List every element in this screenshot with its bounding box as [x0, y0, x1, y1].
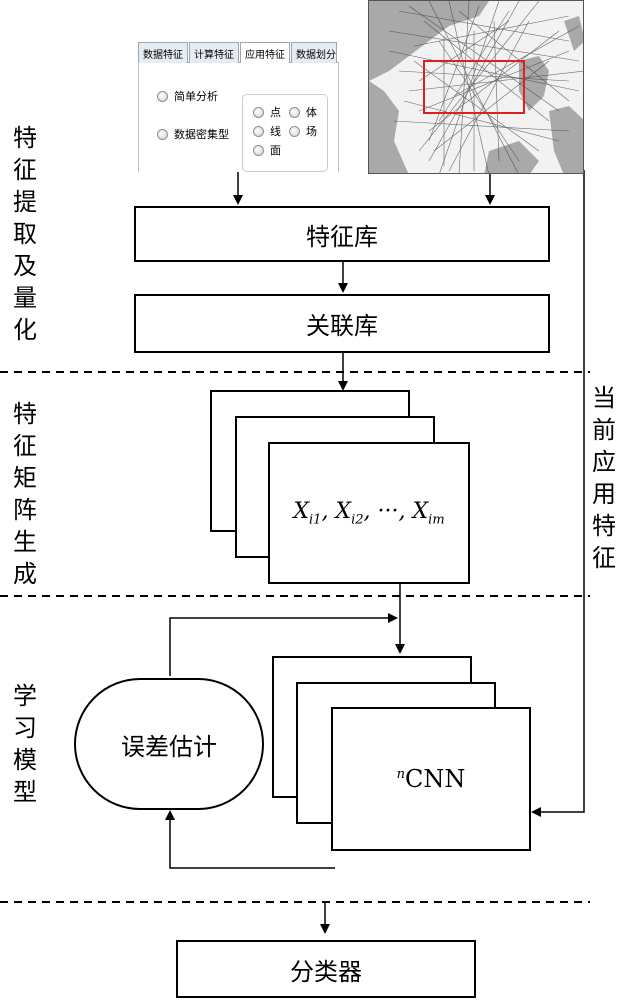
- trajectory-map-icon: [368, 0, 584, 174]
- radio-label: 数据密集型: [174, 128, 229, 141]
- section-label-model: 学习模型: [13, 682, 37, 806]
- geometry-type-group: 点 体 线 场 面: [242, 94, 328, 172]
- radio-point[interactable]: 点: [253, 104, 281, 120]
- radio-icon: [253, 125, 264, 137]
- section-label-extraction: 特征提取及量化: [13, 124, 37, 344]
- radio-icon: [157, 90, 168, 102]
- radio-data-intensive[interactable]: 数据密集型: [157, 126, 229, 142]
- radio-icon: [253, 144, 264, 156]
- tab-data-feature[interactable]: 数据特征: [138, 42, 188, 63]
- cnn-label: nCNN: [396, 765, 466, 793]
- radio-icon: [157, 128, 168, 140]
- radio-label: 面: [270, 144, 281, 157]
- feature-library-box: 特征库: [134, 206, 550, 262]
- radio-label: 体: [306, 106, 317, 119]
- radio-label: 线: [270, 125, 281, 138]
- radio-label: 场: [306, 125, 317, 138]
- radio-field[interactable]: 场: [289, 123, 317, 139]
- classifier-label: 分类器: [290, 957, 362, 986]
- tab-content: 简单分析 数据密集型: [138, 62, 339, 172]
- tab-compute-feature[interactable]: 计算特征: [189, 42, 239, 63]
- radio-surface[interactable]: 面: [253, 142, 281, 158]
- radio-volume[interactable]: 体: [289, 104, 317, 120]
- classifier-box: 分类器: [176, 940, 476, 998]
- radio-icon: [289, 125, 300, 137]
- cnn-card-front: nCNN: [331, 707, 531, 851]
- radio-icon: [253, 106, 264, 118]
- feature-settings-panel: 数据特征 计算特征 应用特征 数据划分方法 简单分析 数据密集型 点 体 线 场: [138, 42, 339, 172]
- radio-icon: [289, 106, 300, 118]
- section-label-current-feature: 当前应用特征: [592, 384, 616, 572]
- association-library-label: 关联库: [306, 312, 378, 340]
- tab-application-feature[interactable]: 应用特征: [240, 42, 290, 63]
- matrix-card-front: Xi1, Xi2, ···, Xim: [268, 442, 470, 584]
- association-library-box: 关联库: [134, 294, 550, 353]
- tab-bar: 数据特征 计算特征 应用特征 数据划分方法: [138, 42, 338, 63]
- radio-line[interactable]: 线: [253, 123, 281, 139]
- radio-simple-analysis[interactable]: 简单分析: [157, 88, 218, 104]
- feature-matrix-label: Xi1, Xi2, ···, Xim: [293, 498, 445, 528]
- radio-label: 简单分析: [174, 90, 218, 103]
- section-label-matrix: 特征矩阵生成: [13, 400, 37, 588]
- radio-label: 点: [270, 106, 281, 119]
- error-estimation-box: 误差估计: [74, 678, 264, 810]
- error-estimation-label: 误差估计: [121, 732, 217, 761]
- tab-data-partition[interactable]: 数据划分方法: [291, 42, 337, 63]
- feature-library-label: 特征库: [306, 222, 378, 251]
